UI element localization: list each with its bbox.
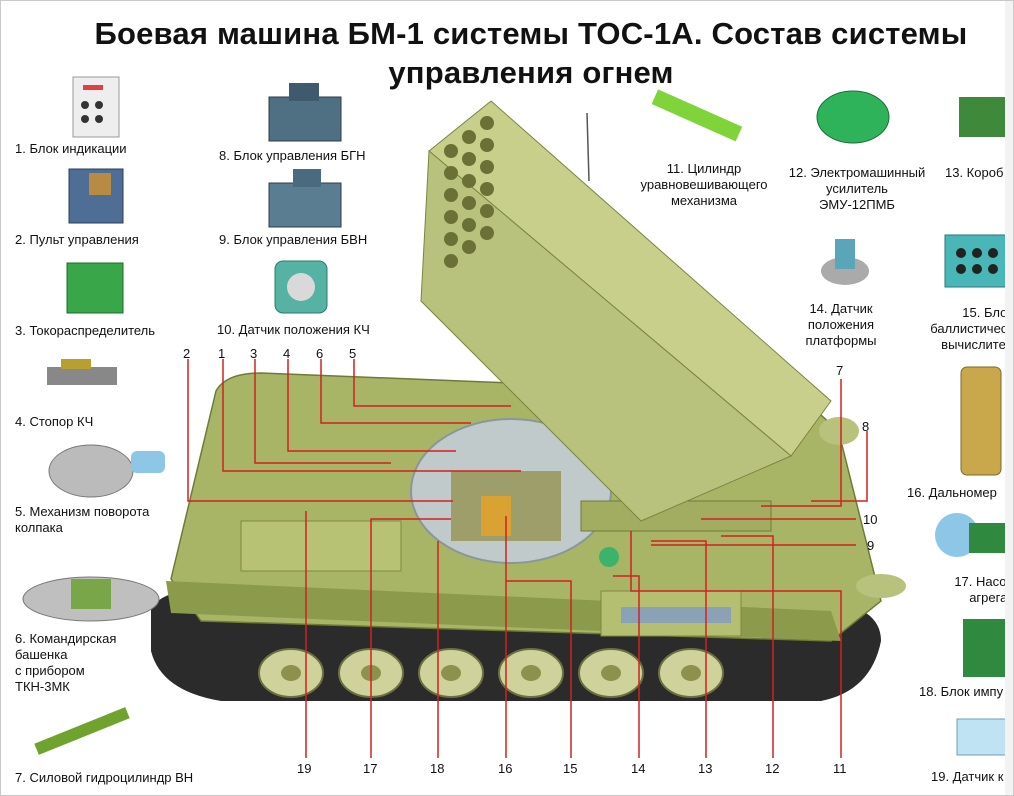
hydraulic-cylinder-image xyxy=(34,707,130,755)
rangefinder-image xyxy=(960,366,1002,476)
control-panel-image xyxy=(68,168,124,224)
caption-bgn-unit: 8. Блок управления БГН xyxy=(219,148,366,163)
callout-number: 11 xyxy=(833,761,847,776)
emu-amplifier-image xyxy=(816,90,890,144)
hood-rotation-mechanism-image xyxy=(48,444,165,498)
caption-stopper: 4. Стопор КЧ xyxy=(15,414,94,429)
caption-rangefinder: 16. Дальномер xyxy=(907,485,997,500)
display-unit-image xyxy=(72,76,120,138)
callout-number: 4 xyxy=(283,346,291,361)
callout-number: 12 xyxy=(765,761,780,776)
caption-pulse-unit: 18. Блок импу xyxy=(919,684,1004,699)
turret-platform xyxy=(410,418,772,567)
callout-number: 15 xyxy=(563,761,578,776)
caption-sensor-19: 19. Датчик к xyxy=(931,769,1004,784)
callout-number: 7 xyxy=(836,363,844,378)
caption-control-panel: 2. Пульт управления xyxy=(15,232,139,247)
box-image xyxy=(959,97,1013,137)
callout-number: 10 xyxy=(863,512,878,527)
caption-kch-sensor: 10. Датчик положения КЧ xyxy=(217,322,370,337)
callout-number: 17 xyxy=(363,761,378,776)
callout-number: 8 xyxy=(862,419,870,434)
caption-hood-rotation: 5. Механизм поворота колпака xyxy=(15,504,150,535)
title-line-2: управления огнем xyxy=(388,55,674,90)
callout-number: 13 xyxy=(698,761,713,776)
callout-number: 9 xyxy=(867,538,875,553)
bvn-control-unit-image xyxy=(268,169,342,228)
scrollbar[interactable] xyxy=(1005,1,1013,795)
pulse-unit-image xyxy=(963,619,1013,677)
callout-number: 18 xyxy=(430,761,445,776)
ballistic-computer-image xyxy=(944,234,1013,288)
caption-display-unit: 1. Блок индикации xyxy=(15,141,127,156)
caption-box: 13. Короб xyxy=(945,165,1004,180)
bgn-control-unit-image xyxy=(268,83,342,142)
sensor-19-image xyxy=(956,718,1013,756)
caption-commander-cupola: 6. Командирская башенка с прибором ТКН-3… xyxy=(15,631,117,694)
title-line-1: Боевая машина БМ-1 системы ТОС-1А. Соста… xyxy=(94,16,968,51)
stopper-image xyxy=(47,359,117,385)
current-distributor-image xyxy=(66,262,124,314)
caption-ballistic-computer: 15. Блок баллистическ вычислител xyxy=(930,305,1013,352)
pump-unit-image xyxy=(935,513,1013,557)
commander-cupola-image xyxy=(22,576,160,622)
callout-number: 19 xyxy=(297,761,312,776)
platform-position-sensor-image xyxy=(821,239,869,285)
caption-pump-unit: 17. Насос агрегат xyxy=(954,574,1013,605)
callout-number: 1 xyxy=(218,346,226,361)
caption-hydraulic-cylinder: 7. Силовой гидроцилиндр ВН xyxy=(15,770,194,785)
caption-balancing-cylinder: 11. Цилиндр уравновешивающего механизма xyxy=(640,161,768,208)
caption-emu-amplifier: 12. Электромашинный усилитель ЭМУ-12ПМБ xyxy=(788,165,926,212)
callout-number: 5 xyxy=(349,346,357,361)
callout-number: 14 xyxy=(631,761,646,776)
balancing-cylinder-image xyxy=(651,89,743,142)
callout-number: 3 xyxy=(250,346,258,361)
callout-number: 6 xyxy=(316,346,324,361)
callout-number: 16 xyxy=(498,761,513,776)
caption-platform-sensor: 14. Датчик положения платформы xyxy=(805,301,877,348)
callout-number: 2 xyxy=(183,346,191,361)
kch-position-sensor-image xyxy=(274,260,328,314)
caption-current-distributor: 3. Токораспределитель xyxy=(15,323,156,338)
launcher-pack xyxy=(420,100,906,598)
caption-bvn-unit: 9. Блок управления БВН xyxy=(219,232,368,247)
callout-lines xyxy=(187,359,868,758)
